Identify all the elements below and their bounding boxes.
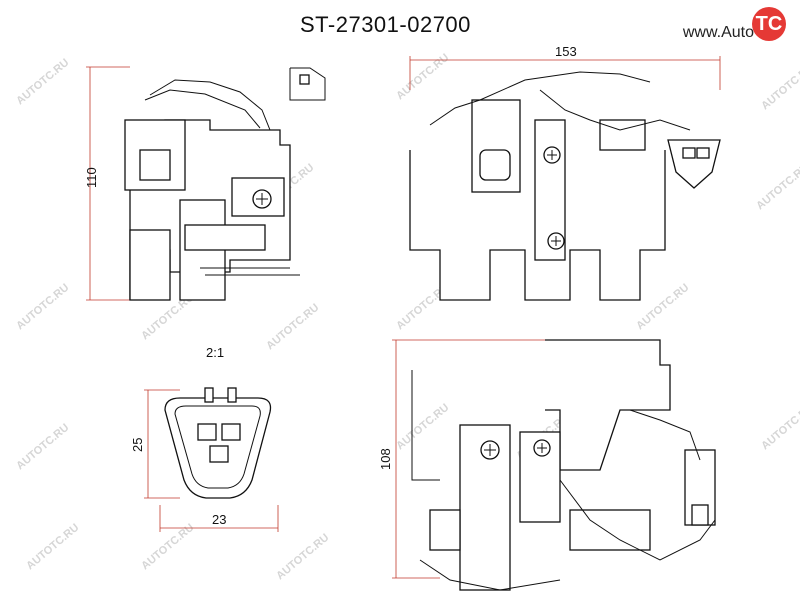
iso-view: 108 xyxy=(378,339,716,591)
watermark-text: AUTOTC.RU xyxy=(14,422,71,473)
brand-logo: www.Auto TC xyxy=(683,6,786,42)
watermark-text: AUTOTC.RU xyxy=(24,522,81,573)
pin-right xyxy=(221,423,241,441)
dim-width-153: 153 xyxy=(555,44,577,59)
watermark-text: AUTOTC.RU xyxy=(264,302,321,353)
part-number: ST-27301-02700 xyxy=(300,12,471,37)
front-view-right: 153 xyxy=(409,44,721,301)
watermark-text: AUTOTC.RU xyxy=(274,532,331,583)
watermark-text: AUTOTC.RU xyxy=(394,52,451,103)
connector-outline xyxy=(667,139,721,189)
watermark-text: AUTOTC.RU xyxy=(754,162,800,213)
dim-width-23: 23 xyxy=(212,512,226,527)
dim-height-110: 110 xyxy=(84,167,99,188)
watermark-text: AUTOTC.RU xyxy=(634,282,691,333)
watermark-text: AUTOTC.RU xyxy=(14,282,71,333)
dim-height-25: 25 xyxy=(130,438,145,452)
watermark-text: AUTOTC.RU xyxy=(759,402,800,453)
dim-height-108: 108 xyxy=(378,448,393,470)
watermark-text: AUTOTC.RU xyxy=(759,62,800,113)
logo-badge: TC xyxy=(752,7,786,41)
site-url: www.Auto xyxy=(682,24,754,41)
dim-scale-2-1: 2:1 xyxy=(206,345,224,360)
watermark-text: AUTOTC.RU xyxy=(139,522,196,573)
watermark-text: AUTOTC.RU xyxy=(394,402,451,453)
side-view-left: 110 xyxy=(84,66,326,301)
pin-left xyxy=(197,423,217,441)
connector-detail: 2:1 25 23 xyxy=(130,345,279,532)
pin-bottom xyxy=(209,445,229,463)
watermark-text: AUTOTC.RU xyxy=(14,57,71,108)
